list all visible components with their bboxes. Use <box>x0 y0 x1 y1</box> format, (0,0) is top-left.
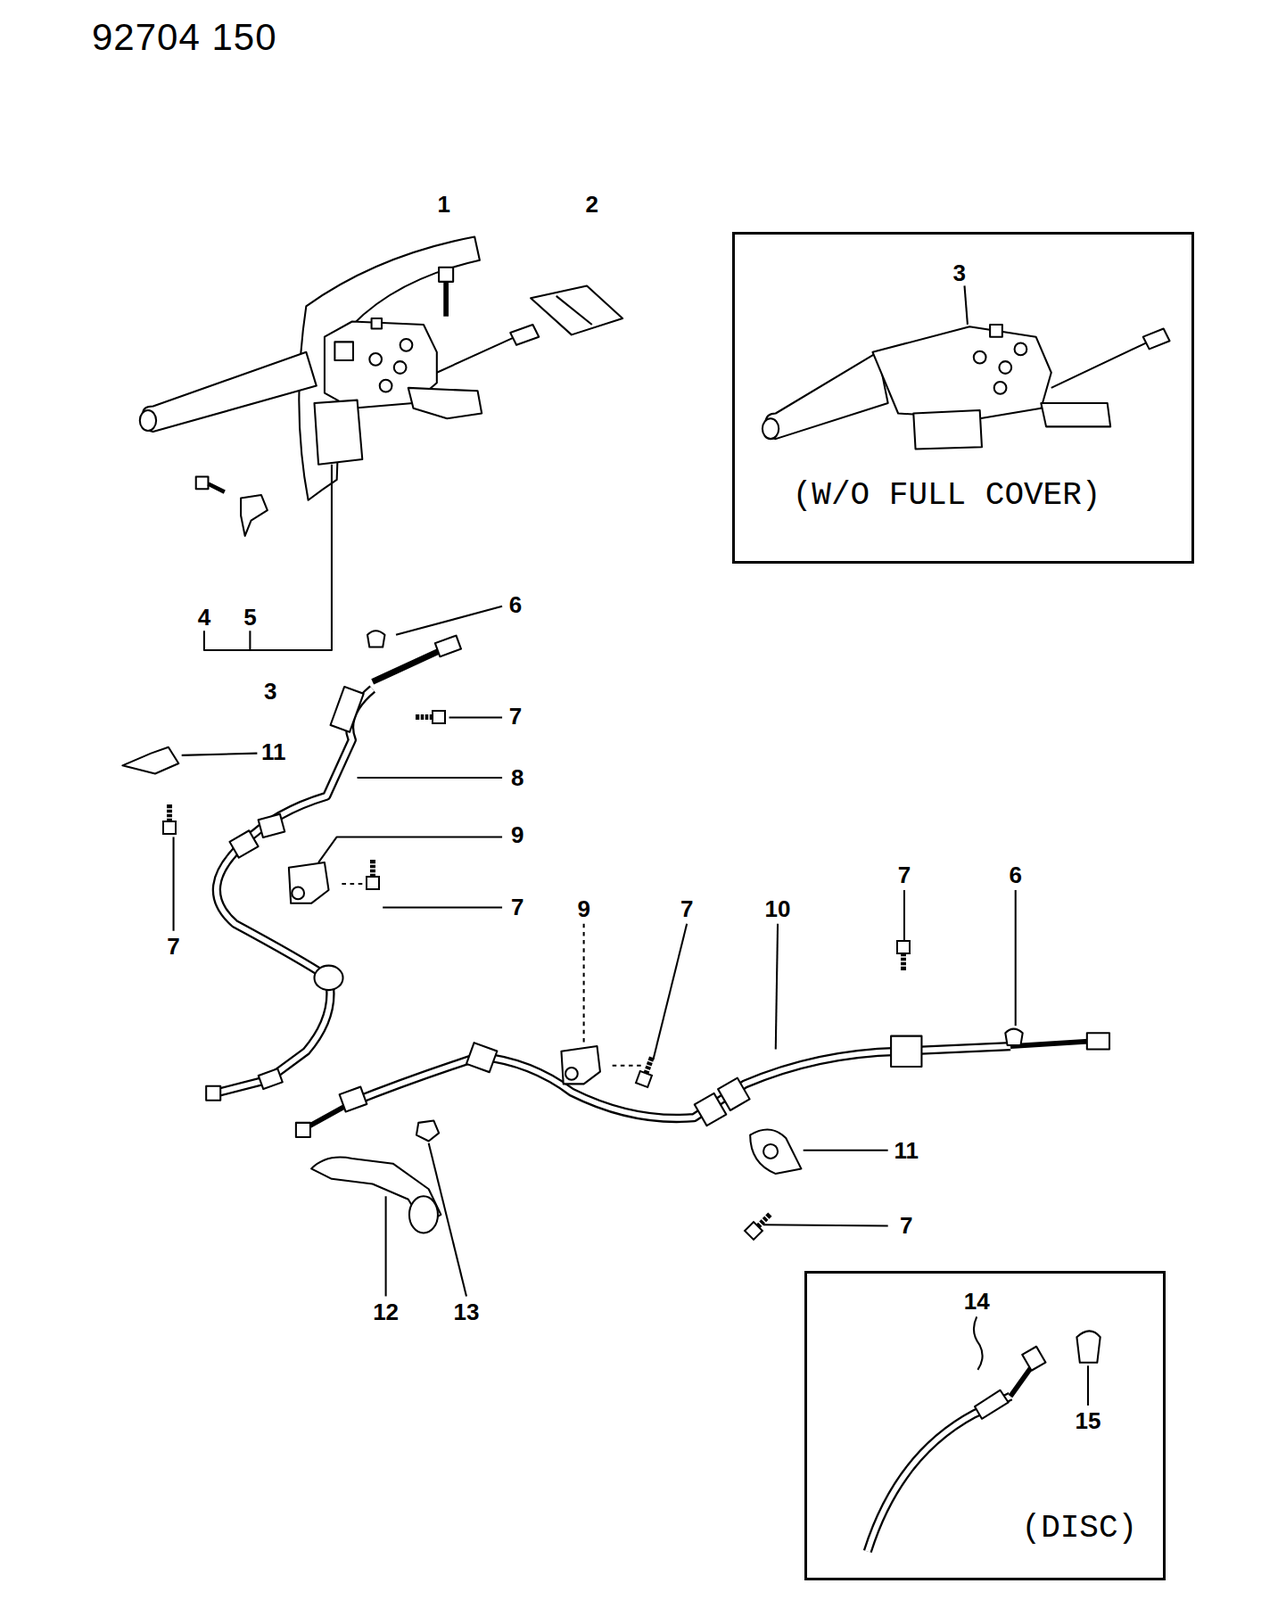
callout-number: 10 <box>763 897 793 921</box>
callout-number: 7 <box>507 704 524 728</box>
callout-number: 11 <box>259 740 289 764</box>
callout-number: 7 <box>896 863 913 887</box>
callout-number: 6 <box>1006 863 1023 887</box>
callout-number: 4 <box>196 605 213 629</box>
callout-number: 9 <box>575 897 592 921</box>
callout-number: 8 <box>509 766 526 790</box>
callout-number: 1 <box>436 192 453 216</box>
callout-number: 12 <box>370 1300 401 1324</box>
callout-number: 7 <box>509 895 526 919</box>
callout-number: 3 <box>951 261 968 285</box>
inset-caption: (W/O FULL COVER) <box>790 479 1105 512</box>
callout-number: 11 <box>892 1138 922 1163</box>
callout-number: 6 <box>507 593 524 617</box>
callout-number: 3 <box>262 679 279 703</box>
figure-number: 92704 150 <box>91 18 278 57</box>
callout-number: 13 <box>452 1300 482 1324</box>
callout-number: 15 <box>1073 1409 1104 1433</box>
callout-number: 5 <box>241 605 258 629</box>
callout-number: 7 <box>898 1213 915 1237</box>
callout-number: 9 <box>509 823 526 847</box>
callout-number: 2 <box>584 192 601 216</box>
callout-number: 7 <box>164 934 182 958</box>
inset-caption: (DISC) <box>1019 1512 1141 1545</box>
callout-number: 14 <box>962 1289 992 1313</box>
inset-box: (DISC) <box>804 1270 1166 1581</box>
callout-number: 7 <box>678 897 695 921</box>
